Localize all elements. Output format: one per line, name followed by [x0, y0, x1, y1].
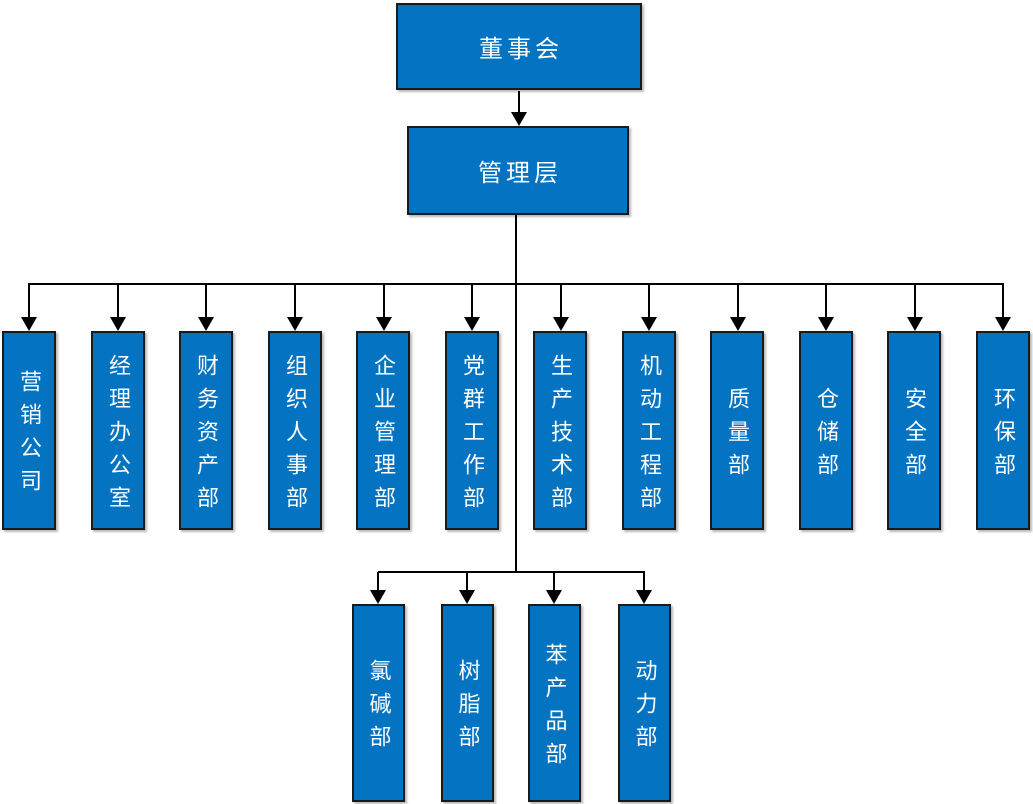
dept-label: 党群工作部 [460, 353, 485, 519]
connector-arrow-subdept-1 [370, 572, 386, 604]
connector-arrow-dept-5 [376, 284, 392, 331]
box-board-of-directors-label: 董事会 [479, 37, 563, 63]
connector-arrow-dept-8 [641, 284, 657, 331]
connector-arrow-dept-9 [730, 284, 746, 331]
dept-box-manager-office: 经理办公室 [91, 331, 145, 530]
dept-label: 环保部 [991, 386, 1016, 486]
dept-label: 财务资产部 [194, 353, 219, 519]
dept-box-benzene-products: 苯产品部 [528, 604, 581, 802]
dept-label: 生产技术部 [548, 353, 573, 519]
dept-box-environmental-protection: 环保部 [976, 331, 1030, 530]
connector-arrow-dept-10 [818, 284, 834, 331]
connector-arrow-dept-1 [21, 284, 37, 331]
connector-departments-bus-line [28, 283, 1004, 285]
dept-box-warehouse: 仓储部 [799, 331, 853, 530]
dept-box-safety: 安全部 [887, 331, 941, 530]
dept-label: 仓储部 [814, 386, 839, 486]
dept-box-quality: 质量部 [710, 331, 764, 530]
dept-box-power: 动力部 [618, 604, 671, 802]
connector-arrow-subdept-4 [636, 572, 652, 604]
connector-arrow-dept-12 [995, 284, 1011, 331]
dept-box-chlor-alkali: 氯碱部 [352, 604, 405, 802]
dept-label: 树脂部 [455, 659, 481, 758]
dept-label: 质量部 [725, 386, 750, 486]
connector-sub-departments-bus-line [378, 571, 645, 573]
connector-board-to-management-arrow [511, 91, 527, 126]
connector-arrow-subdept-3 [546, 572, 562, 604]
connector-arrow-dept-4 [287, 284, 303, 331]
connector-management-trunk-line [515, 215, 517, 573]
dept-label: 机动工程部 [637, 353, 662, 519]
dept-box-enterprise-management: 企业管理部 [356, 331, 410, 530]
box-management-label: 管理层 [478, 161, 562, 187]
dept-label: 经理办公室 [106, 353, 131, 519]
connector-arrow-dept-11 [907, 284, 923, 331]
connector-arrow-dept-3 [198, 284, 214, 331]
dept-label: 动力部 [632, 659, 658, 758]
dept-label: 企业管理部 [371, 353, 396, 519]
box-board-of-directors: 董事会 [396, 3, 642, 90]
connector-arrow-dept-2 [110, 284, 126, 331]
dept-box-resin: 树脂部 [441, 604, 494, 802]
dept-label: 苯产品部 [542, 642, 568, 775]
dept-box-marketing-company: 营销公司 [2, 331, 56, 530]
connector-arrow-subdept-2 [459, 572, 475, 604]
dept-box-organization-personnel: 组织人事部 [268, 331, 322, 530]
dept-box-party-mass-work: 党群工作部 [445, 331, 499, 530]
dept-label: 氯碱部 [366, 659, 392, 758]
box-management: 管理层 [407, 126, 629, 215]
dept-label: 组织人事部 [283, 353, 308, 519]
dept-label: 营销公司 [17, 370, 42, 502]
dept-box-production-technology: 生产技术部 [533, 331, 587, 530]
connector-arrow-dept-7 [553, 284, 569, 331]
dept-label: 安全部 [902, 386, 927, 486]
dept-box-finance-assets: 财务资产部 [179, 331, 233, 530]
dept-box-mechanical-engineering: 机动工程部 [622, 331, 676, 530]
connector-arrow-dept-6 [464, 284, 480, 331]
